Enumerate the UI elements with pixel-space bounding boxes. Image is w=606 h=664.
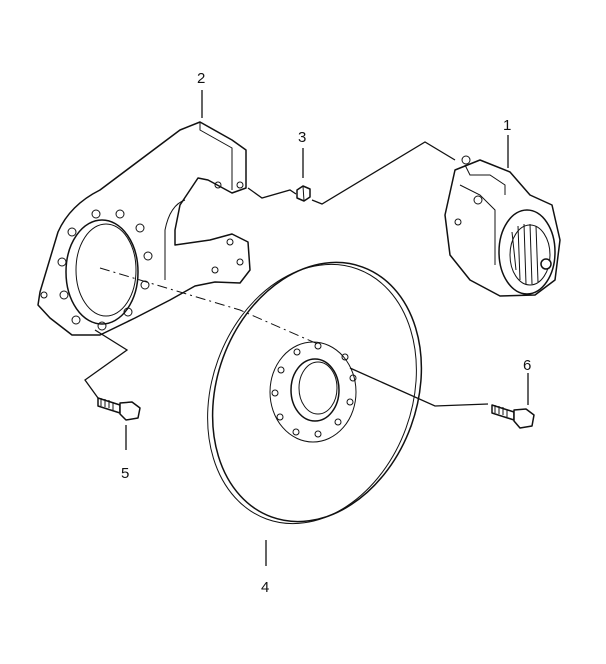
disc-bolt-holes	[271, 342, 357, 438]
axis-centerline	[99, 267, 321, 346]
bolt-right	[491, 404, 535, 429]
nut-part	[296, 185, 311, 202]
bolt-left	[97, 397, 141, 421]
brake-caliper	[444, 155, 561, 297]
leader-lines	[84, 90, 529, 566]
callout-4: 4	[261, 579, 269, 596]
callout-1: 1	[503, 117, 511, 134]
brake-bracket	[37, 121, 251, 336]
callout-labels: 1 2 3 4 5 6	[121, 70, 531, 596]
bracket-bolt-holes	[40, 209, 153, 331]
callout-6: 6	[523, 357, 531, 374]
callout-3: 3	[298, 129, 306, 146]
piston-grooves	[511, 223, 539, 285]
callout-2: 2	[197, 70, 205, 87]
callout-5: 5	[121, 465, 129, 482]
